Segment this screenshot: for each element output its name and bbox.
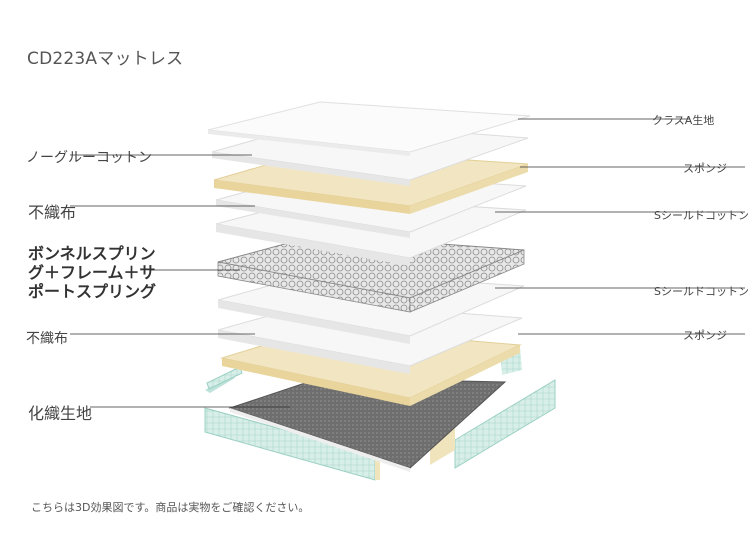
layer-base-fabric <box>228 377 507 472</box>
frame-panels <box>204 347 556 481</box>
label-top-fabric: クラスA生地 <box>652 114 715 127</box>
label-no-glue-cotton: ノーグルーコットン <box>26 150 152 166</box>
leader-lines <box>70 118 745 408</box>
label-spring-unit: ボンネルスプリン グ＋フレーム＋サ ポートスプリング <box>28 244 157 301</box>
footer-note: こちらは3D効果図です。商品は実物をご確認ください。 <box>31 501 310 514</box>
label-nonwoven-lower: 不織布 <box>26 331 68 347</box>
label-base-fabric: 化織生地 <box>28 404 93 423</box>
label-shield-cotton-upper: Sシールドコットン <box>654 209 749 222</box>
label-sponge-lower: スポンジ <box>683 329 727 342</box>
label-shield-cotton-lower: Sシールドコットン <box>654 285 749 298</box>
page-title: CD223Aマットレス <box>27 49 184 69</box>
layer-top-fabric <box>207 101 531 156</box>
label-sponge-upper: スポンジ <box>683 162 727 175</box>
label-nonwoven-upper: 不織布 <box>28 203 77 222</box>
